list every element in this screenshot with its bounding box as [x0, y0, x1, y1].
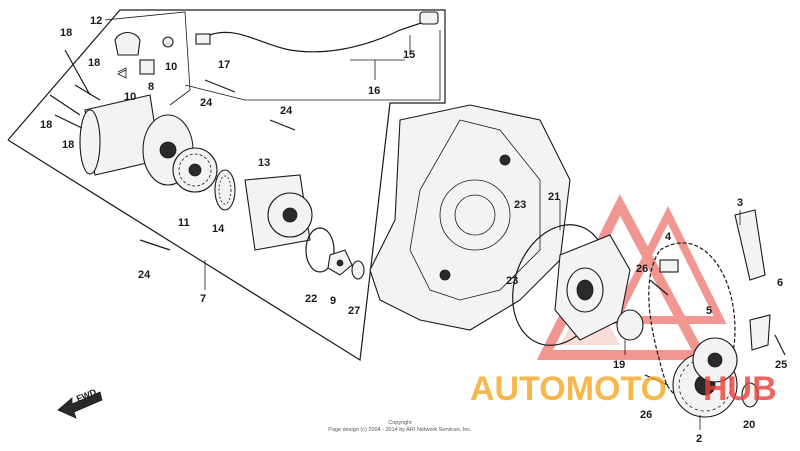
callout-2: 2	[696, 433, 702, 445]
copyright-line-1: Copyright	[388, 420, 412, 426]
callout-16: 16	[368, 85, 380, 97]
chain-tensioner	[734, 209, 766, 281]
callout-18-a: 18	[60, 27, 72, 39]
callout-7: 7	[200, 293, 206, 305]
callout-24-b: 24	[280, 105, 293, 117]
copyright-line-2: Page design (c) 2004 - 2014 by ARI Netwo…	[328, 427, 472, 433]
starter-group-outline	[7, 9, 446, 362]
callout-13: 13	[258, 157, 270, 169]
fwd-arrow: FWD	[57, 387, 103, 419]
side-cover	[554, 234, 631, 341]
callout-24-a: 24	[200, 97, 213, 109]
callout-14: 14	[212, 223, 225, 235]
starter-gear	[172, 147, 218, 193]
callout-labels: 12 18 18 18 18 10 10 8 17 15 16 24 24 24…	[40, 15, 787, 445]
callout-9: 9	[330, 295, 336, 307]
callout-23-a: 23	[514, 199, 526, 211]
callout-12: 12	[90, 15, 102, 27]
brush-parts	[114, 31, 174, 79]
bolt-25	[774, 334, 786, 356]
idle-gear	[214, 169, 236, 211]
callout-10-b: 10	[124, 91, 136, 103]
bolts-18	[49, 49, 101, 129]
callout-25: 25	[775, 359, 787, 371]
sprocket-upper	[692, 337, 738, 383]
callout-19: 19	[613, 359, 625, 371]
callout-23-b: 23	[506, 275, 518, 287]
watermark-text: AUTOMOTO HUB	[470, 370, 777, 408]
bracket-12-outline	[104, 11, 191, 106]
callout-27: 27	[348, 305, 360, 317]
crankcase-cover	[369, 104, 571, 331]
callout-20: 20	[743, 419, 755, 431]
reduction-housing	[244, 174, 313, 251]
callout-15: 15	[403, 49, 415, 61]
pin-4	[659, 259, 679, 273]
callout-18-b: 18	[88, 57, 100, 69]
washer-20	[741, 382, 759, 408]
callout-4: 4	[665, 231, 672, 243]
bolt-26-upper	[649, 279, 669, 296]
callout-24-c: 24	[138, 269, 151, 281]
callout-22: 22	[305, 293, 317, 305]
leader-lines	[204, 35, 741, 430]
bolts-24	[139, 79, 296, 251]
callout-18-d: 18	[62, 139, 74, 151]
cable-clamp	[195, 33, 211, 45]
washer-9	[327, 249, 353, 276]
oil-seal-19	[616, 309, 644, 341]
starter-cable	[199, 19, 431, 53]
callout-18-c: 18	[40, 119, 52, 131]
callout-17: 17	[218, 59, 230, 71]
watermark-text-b: HUB	[703, 370, 777, 408]
callout-26-b: 26	[640, 409, 652, 421]
callout-26-a: 26	[636, 263, 648, 275]
o-ring-22	[305, 227, 335, 273]
callout-11: 11	[178, 217, 190, 229]
callout-5: 5	[706, 305, 712, 317]
callout-6: 6	[777, 277, 783, 289]
chain-guide	[749, 314, 771, 351]
cable-terminal	[419, 11, 439, 25]
bolt-26-lower	[644, 374, 669, 386]
watermark-text-a: AUTOMOTO	[470, 370, 667, 408]
callout-10-a: 10	[165, 61, 177, 73]
bracket-16-outline	[184, 30, 441, 101]
callout-3: 3	[737, 197, 743, 209]
callout-21: 21	[548, 191, 560, 203]
callout-8: 8	[148, 81, 154, 93]
seal-27	[351, 260, 365, 280]
